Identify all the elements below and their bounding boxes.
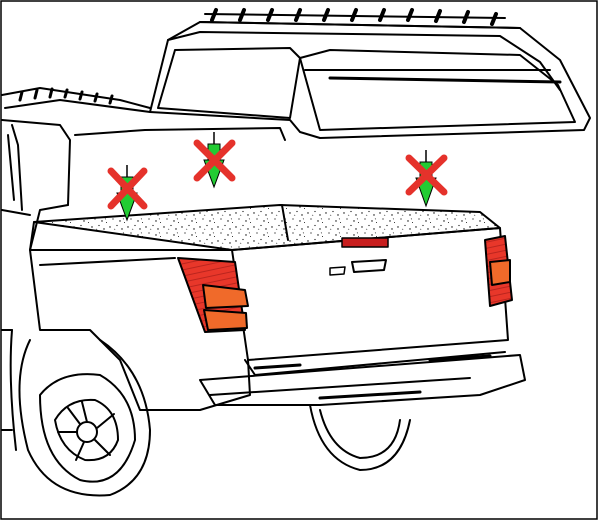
brake-light — [342, 238, 388, 247]
